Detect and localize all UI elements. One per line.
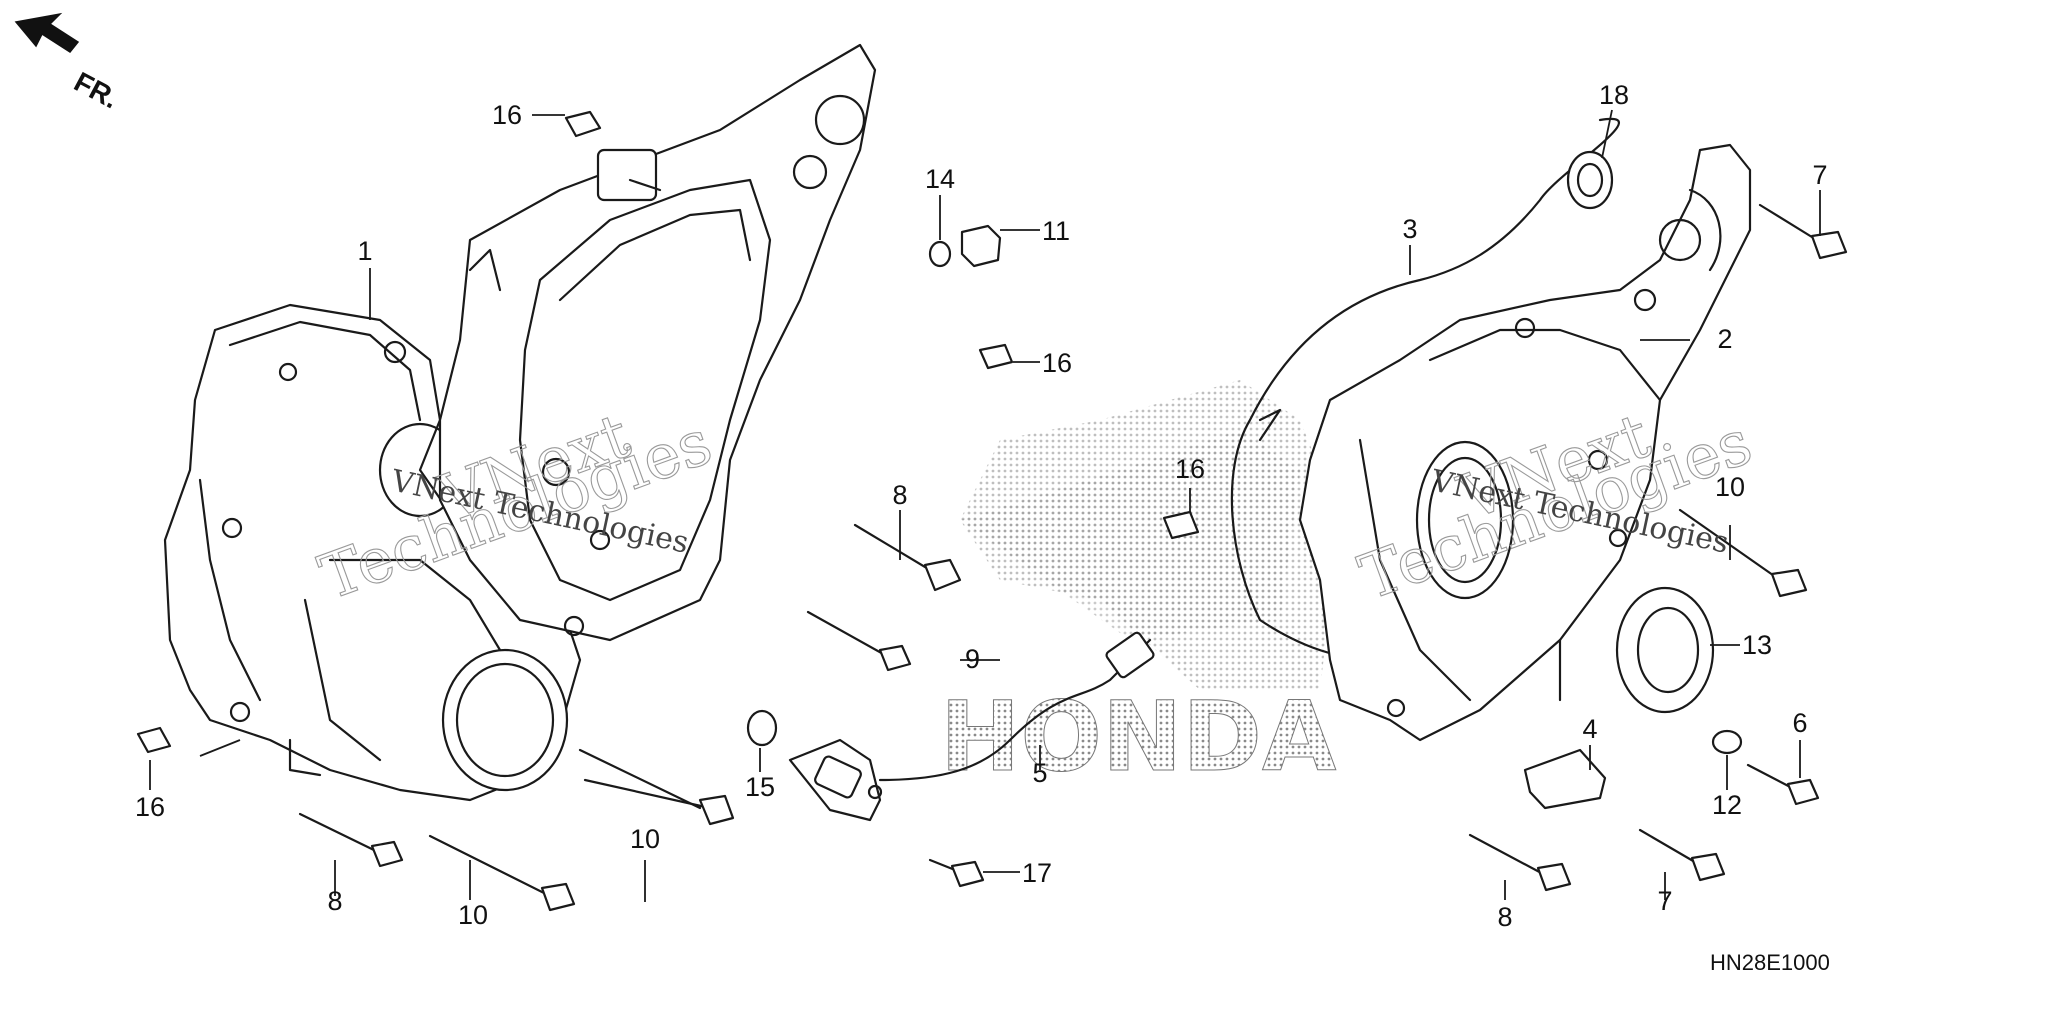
callout-8-left: 8 (327, 886, 342, 916)
callout-18: 18 (1599, 80, 1629, 110)
diagram-code: HN28E1000 (1710, 950, 1830, 975)
callout-13: 13 (1742, 630, 1772, 660)
speed-sensor-with-cable (788, 631, 1155, 822)
callout-7-top: 7 (1812, 160, 1827, 190)
direction-label: FR. (69, 66, 123, 115)
right-crankcase-cover (1298, 143, 1752, 742)
callout-2: 2 (1717, 324, 1732, 354)
o-ring (746, 709, 778, 747)
callout-3: 3 (1402, 214, 1417, 244)
callout-4: 4 (1582, 714, 1597, 744)
dowel-collars (136, 110, 1200, 754)
callout-17: 17 (1022, 858, 1052, 888)
leader-lines (149, 109, 1821, 902)
callout-16-left: 16 (135, 792, 165, 822)
honda-logo-watermark: HONDA (940, 681, 1336, 793)
callout-15: 15 (745, 772, 775, 802)
callout-9: 9 (965, 644, 980, 674)
callout-1: 1 (357, 236, 372, 266)
callout-10-center: 10 (630, 824, 660, 854)
callout-5: 5 (1032, 758, 1047, 788)
callout-10-right: 10 (1715, 472, 1745, 502)
callout-16-top: 16 (492, 100, 522, 130)
callout-8-right: 8 (1497, 902, 1512, 932)
callout-16-mid: 16 (1042, 348, 1072, 378)
callout-11: 11 (1042, 216, 1070, 246)
plug-and-washer (928, 224, 1002, 268)
bearing (1566, 150, 1614, 210)
callout-7-bottom: 7 (1657, 886, 1672, 916)
sealing-washer (1711, 729, 1743, 755)
callout-16-right: 16 (1175, 454, 1205, 484)
flange-bolts (298, 203, 1848, 912)
oil-seal (1615, 586, 1715, 714)
left-cover-gasket-frame (438, 43, 877, 642)
cable-clamp (1523, 748, 1607, 810)
front-direction-arrow-icon (14, 12, 80, 53)
honda-wing-watermark (960, 380, 1340, 690)
callout-8-center: 8 (892, 480, 907, 510)
callout-6: 6 (1792, 708, 1807, 738)
callout-14: 14 (925, 164, 955, 194)
right-cover-gasket (1230, 117, 1620, 662)
callout-10-left: 10 (458, 900, 488, 930)
part-callouts: 1 2 3 4 5 6 7 7 8 8 8 9 10 10 10 11 12 1… (135, 80, 1828, 932)
callout-12: 12 (1712, 790, 1742, 820)
